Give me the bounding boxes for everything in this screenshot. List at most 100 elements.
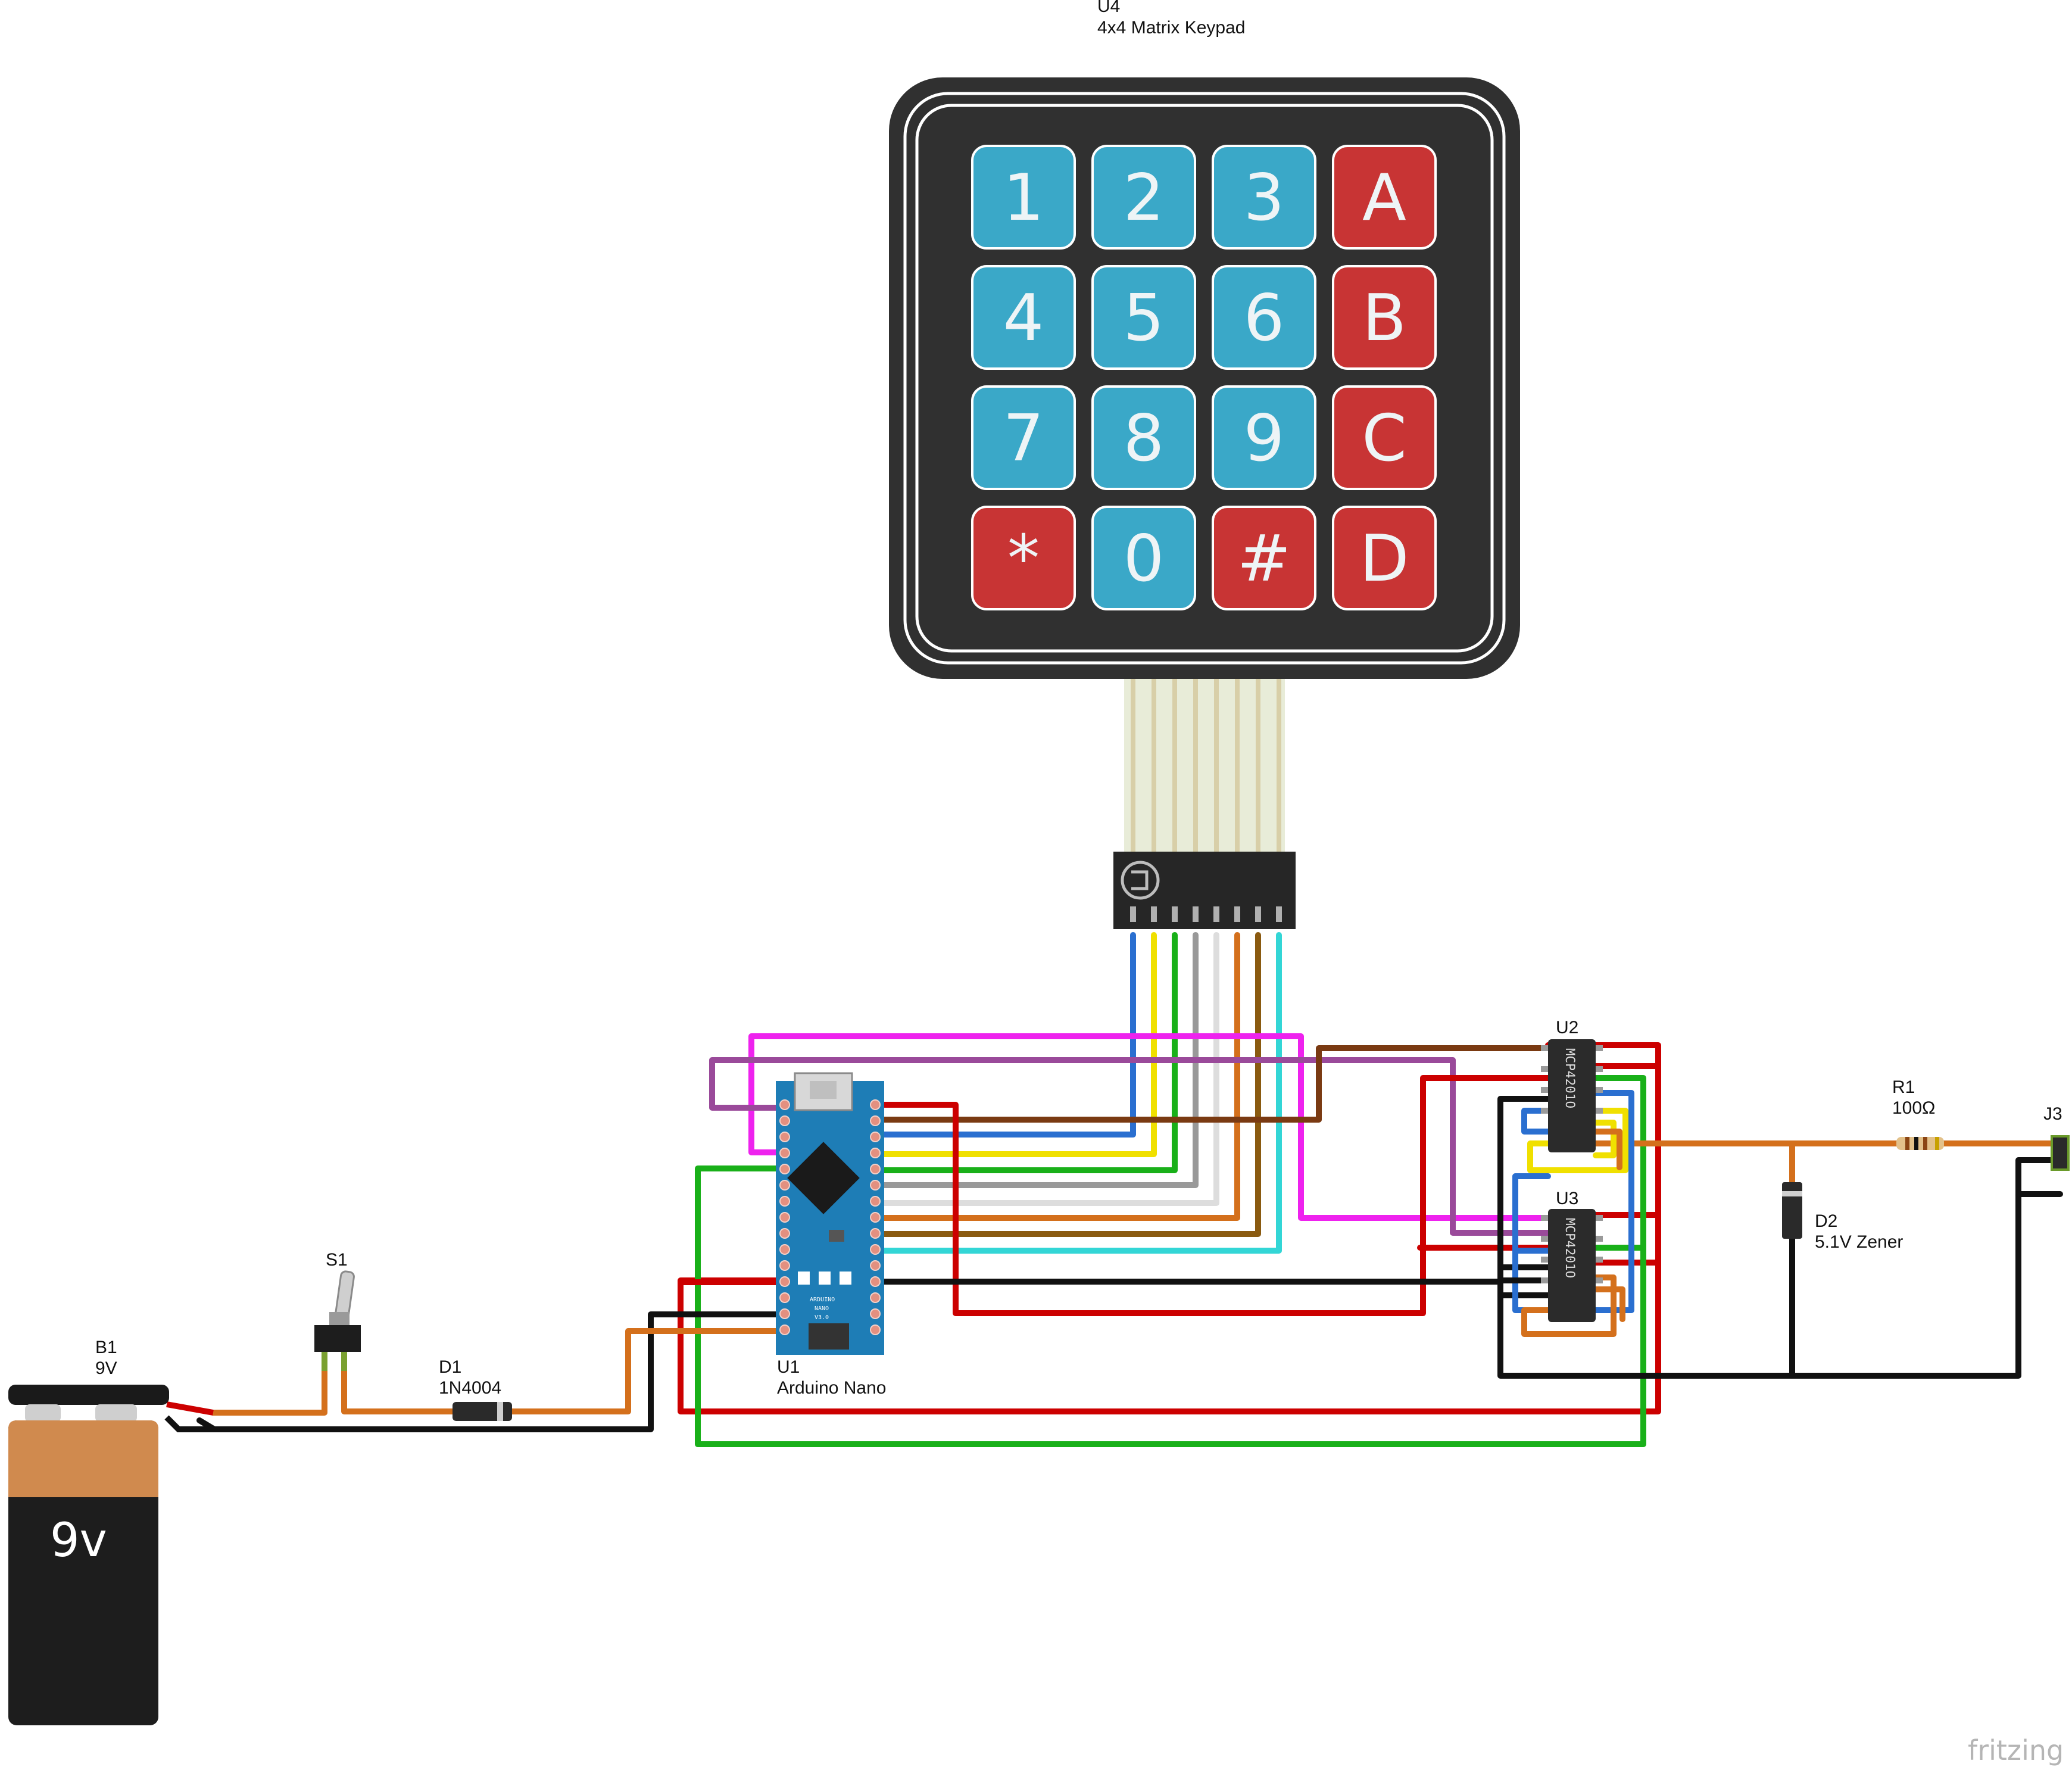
keypad-key-label: 9	[1244, 401, 1285, 476]
nano-pin	[779, 1292, 790, 1303]
keypad-key-face	[1091, 506, 1196, 610]
wire-u2-orange	[1593, 1129, 1622, 1170]
u2-ref-label: U2	[1556, 1018, 1578, 1037]
nano-pin	[779, 1148, 790, 1158]
keypad-name-label: 4x4 Matrix Keypad	[1097, 18, 1245, 38]
battery-face-label: 9v	[50, 1514, 107, 1567]
keypad-key-face	[1332, 145, 1437, 250]
keypad-key: 4	[971, 265, 1076, 370]
nano-pin	[779, 1276, 790, 1287]
keypad-key-face	[1332, 506, 1437, 610]
keypad-key-label: 3	[1244, 161, 1285, 235]
nano-pin	[870, 1099, 881, 1110]
u3-chip-text: MCP4201O	[1563, 1218, 1577, 1278]
nano-pin	[779, 1180, 790, 1191]
keypad-key-face	[1212, 145, 1316, 250]
keypad-key-label: C	[1362, 401, 1406, 476]
keypad-key-face	[1212, 385, 1316, 490]
wires	[196, 932, 2063, 1447]
keypad-key: B	[1332, 265, 1437, 370]
nano-pin	[779, 1212, 790, 1223]
wire-magenta	[748, 1033, 1551, 1221]
j3-ref-label: J3	[2043, 1104, 2062, 1124]
wire-keypad-gray	[872, 932, 1199, 1188]
wire-black-c	[1497, 1191, 2063, 1379]
keypad-key: 0	[1091, 506, 1196, 610]
keypad-key-face	[1332, 385, 1437, 490]
keypad-key: C	[1332, 385, 1437, 490]
nano-pin	[870, 1244, 881, 1255]
wire-u3-orange	[1521, 1274, 1617, 1337]
keypad-key-label: #	[1237, 522, 1291, 596]
u3-ref-label: U3	[1556, 1189, 1578, 1208]
keypad-key-label: A	[1362, 161, 1406, 235]
keypad-key: D	[1332, 506, 1437, 610]
keypad-key-label: 8	[1124, 401, 1165, 476]
keypad-key: 8	[1091, 385, 1196, 490]
wire-u2-yellow	[1527, 1108, 1628, 1173]
keypad-key-label: 7	[1003, 401, 1044, 476]
wire-keypad-yellow	[872, 932, 1157, 1157]
d2-ref-label: D2	[1815, 1211, 1837, 1231]
nano-pin	[779, 1196, 790, 1207]
nano-ref-label: U1	[777, 1357, 800, 1377]
keypad-key-label: 2	[1124, 161, 1165, 235]
nano-pin	[870, 1228, 881, 1239]
nano-pin	[779, 1164, 790, 1174]
nano-silk-2: NANO	[815, 1305, 829, 1312]
wire-u2-yellow-b	[1593, 1120, 1617, 1158]
nano-pin	[779, 1132, 790, 1142]
keypad-ref-label: U4	[1097, 0, 1120, 16]
nano-pin	[870, 1132, 881, 1142]
nano-pin	[870, 1276, 881, 1287]
u2-chip: MCP4201O	[1541, 1039, 1603, 1152]
keypad-key-label: 5	[1124, 281, 1165, 356]
keypad-key-face	[971, 385, 1076, 490]
nano-pin	[779, 1228, 790, 1239]
b1-ref-label: B1	[95, 1338, 117, 1357]
keypad-key-face	[1212, 506, 1316, 610]
keypad-key: A	[1332, 145, 1437, 250]
d1-ref-label: D1	[439, 1357, 461, 1377]
keypad-key: 6	[1212, 265, 1316, 370]
nano-pin	[779, 1115, 790, 1126]
wire-u2-blue	[1521, 1108, 1551, 1135]
wire-black-j3	[2015, 1157, 2063, 1197]
wire-orange-batt-switch	[210, 1367, 327, 1416]
zener-d2	[1782, 1182, 1802, 1239]
nano-pin	[870, 1164, 881, 1174]
nano-pin	[779, 1244, 790, 1255]
nano-pin	[779, 1308, 790, 1319]
nano-pin	[870, 1196, 881, 1207]
keypad-key-label: B	[1362, 281, 1406, 356]
nano-pin	[779, 1325, 790, 1335]
keypad-key-face	[1091, 145, 1196, 250]
nano-silk-3: V3.0	[815, 1314, 829, 1321]
keypad-key: 5	[1091, 265, 1196, 370]
nano-pin	[870, 1180, 881, 1191]
s1-ref-label: S1	[326, 1250, 348, 1270]
keypad-key: 7	[971, 385, 1076, 490]
nano-pin	[870, 1308, 881, 1319]
keypad-key-label: D	[1359, 522, 1409, 596]
keypad-key: #	[1212, 506, 1316, 610]
keypad-key-face	[1091, 265, 1196, 370]
r1-value-label: 100Ω	[1892, 1098, 1935, 1118]
nano-pin	[870, 1148, 881, 1158]
r1-ref-label: R1	[1892, 1077, 1915, 1097]
keypad-key: 9	[1212, 385, 1316, 490]
wire-keypad-cyan	[872, 932, 1282, 1254]
d2-value-label: 5.1V Zener	[1815, 1232, 1903, 1252]
wire-orange-diode-nano	[509, 1328, 788, 1414]
wire-keypad-green	[872, 932, 1178, 1173]
nano-pin	[870, 1212, 881, 1223]
wire-black-a	[872, 1096, 1551, 1285]
wire-keypad-blue	[872, 932, 1136, 1138]
keypad-key-label: 4	[1003, 281, 1044, 356]
wire-purple	[709, 1057, 1551, 1236]
keypad-key: *	[971, 506, 1076, 610]
jack-j3	[2051, 1135, 2070, 1171]
wire-green	[695, 1075, 1646, 1447]
